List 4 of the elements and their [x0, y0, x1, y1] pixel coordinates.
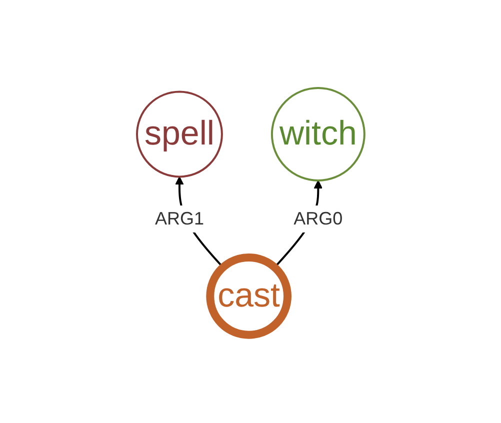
- edge-label: ARG1: [154, 208, 204, 229]
- node-circle: cast: [206, 254, 292, 339]
- edge-label: ARG0: [293, 208, 342, 229]
- node-circle: spell: [136, 90, 223, 178]
